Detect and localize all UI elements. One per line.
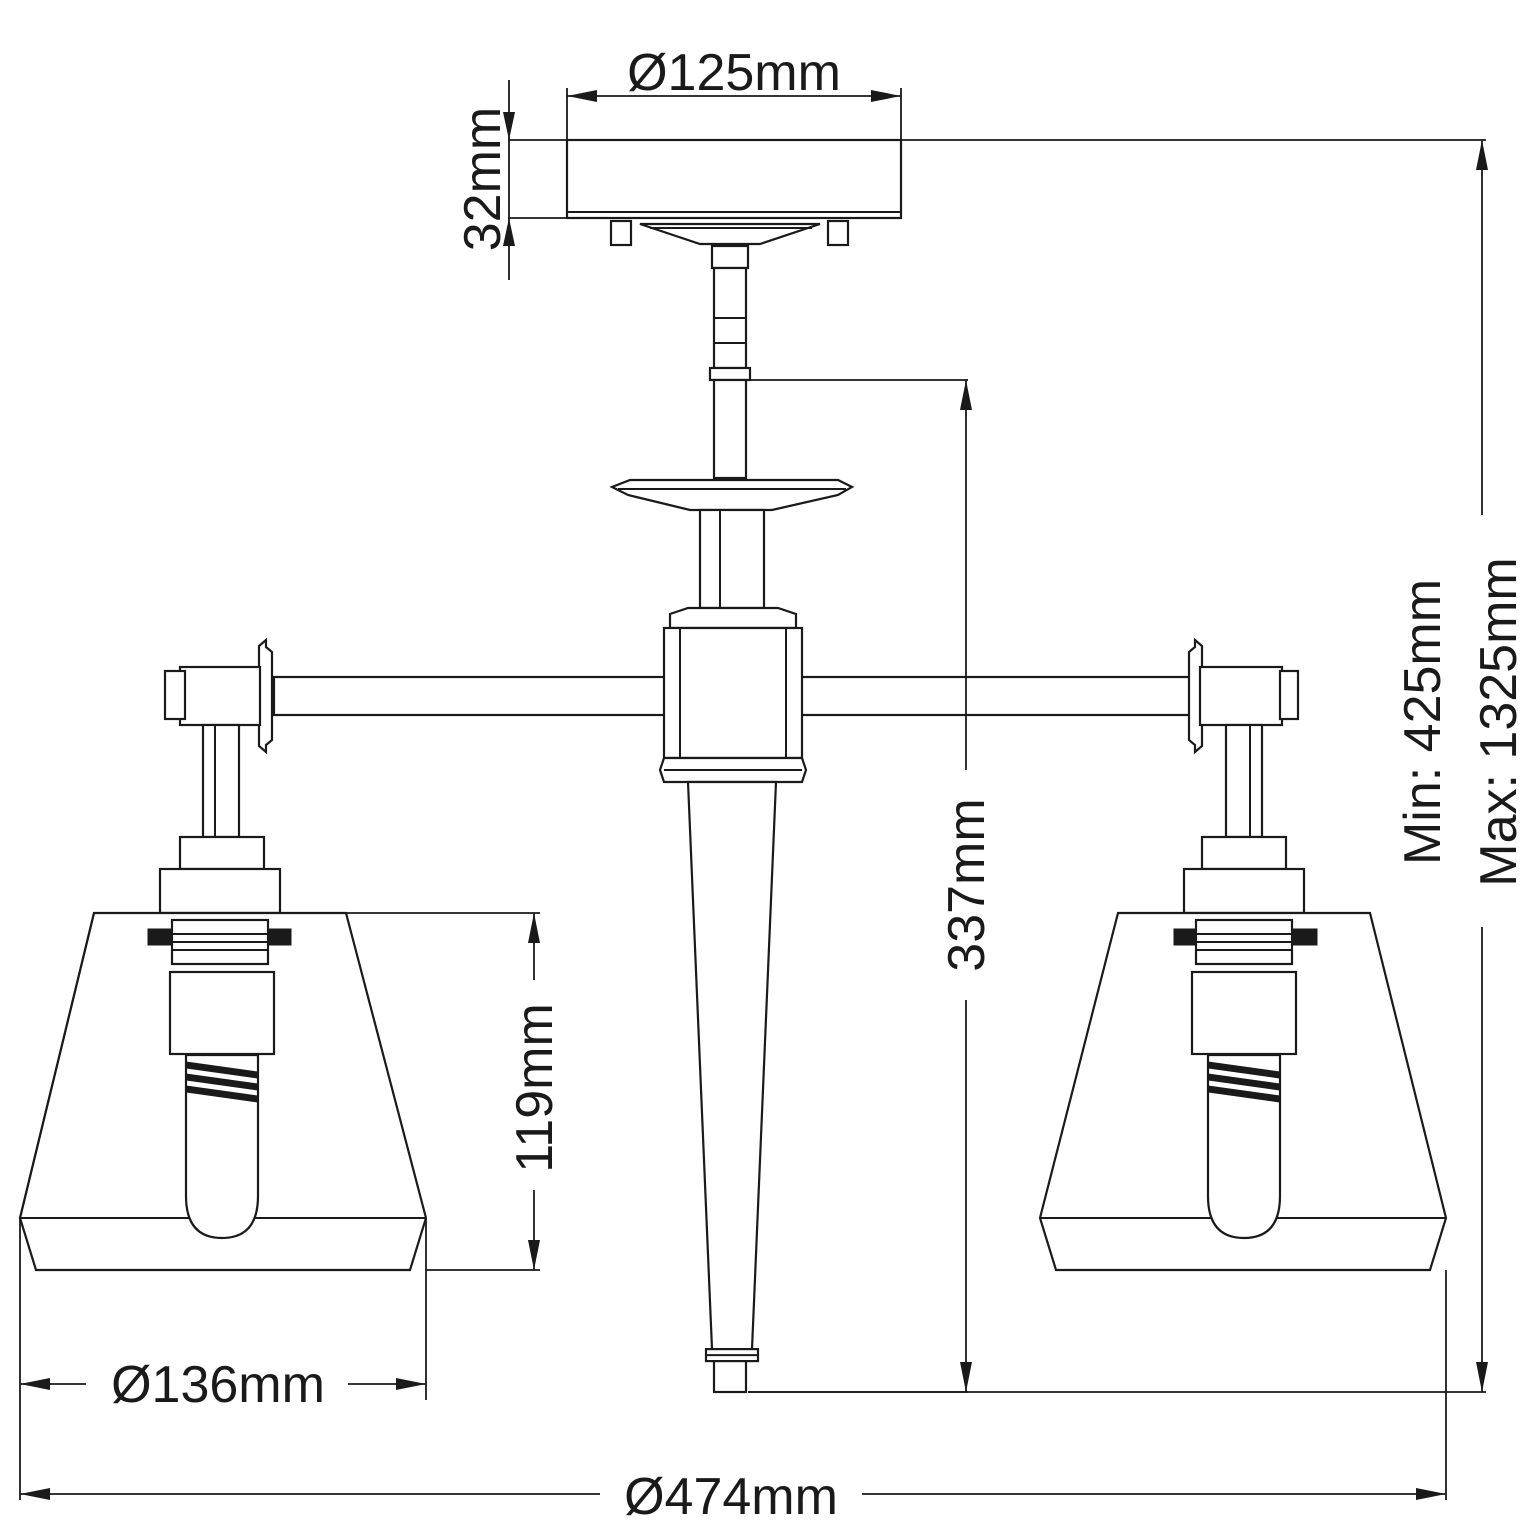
dim-body-drop: 337mm: [748, 379, 996, 1393]
central-hub: [658, 606, 808, 784]
dim-shade-height: 119mm: [346, 912, 564, 1271]
dim-overall-height: Min: 425mm Max: 1325mm: [748, 139, 1538, 1393]
label-canopy-diameter: Ø125mm: [627, 44, 841, 102]
dim-shade-diameter: Ø136mm: [19, 1218, 427, 1414]
horizontal-arm-left: [163, 637, 674, 755]
label-height-max: Max: 1325mm: [1470, 557, 1528, 886]
central-stem: [609, 244, 855, 610]
dim-canopy-diameter: Ø125mm: [566, 44, 902, 140]
label-shade-height: 119mm: [506, 1003, 564, 1173]
label-height-min: Min: 425mm: [1394, 579, 1452, 865]
label-canopy-height: 32mm: [454, 107, 512, 251]
label-overall-diameter: Ø474mm: [624, 1468, 838, 1526]
ceiling-canopy: [565, 138, 903, 247]
right-bulb: [1206, 1053, 1282, 1240]
tapered-finial: [686, 780, 778, 1394]
left-bulb: [184, 1053, 260, 1240]
label-shade-diameter: Ø136mm: [111, 1356, 325, 1414]
right-pendant: [1038, 723, 1448, 1272]
left-pendant: [18, 723, 428, 1272]
dim-canopy-height: 32mm: [454, 80, 567, 280]
label-body-drop: 337mm: [938, 798, 996, 971]
dim-overall-diameter: Ø474mm: [19, 1270, 1447, 1526]
horizontal-arm-right: [792, 637, 1300, 755]
